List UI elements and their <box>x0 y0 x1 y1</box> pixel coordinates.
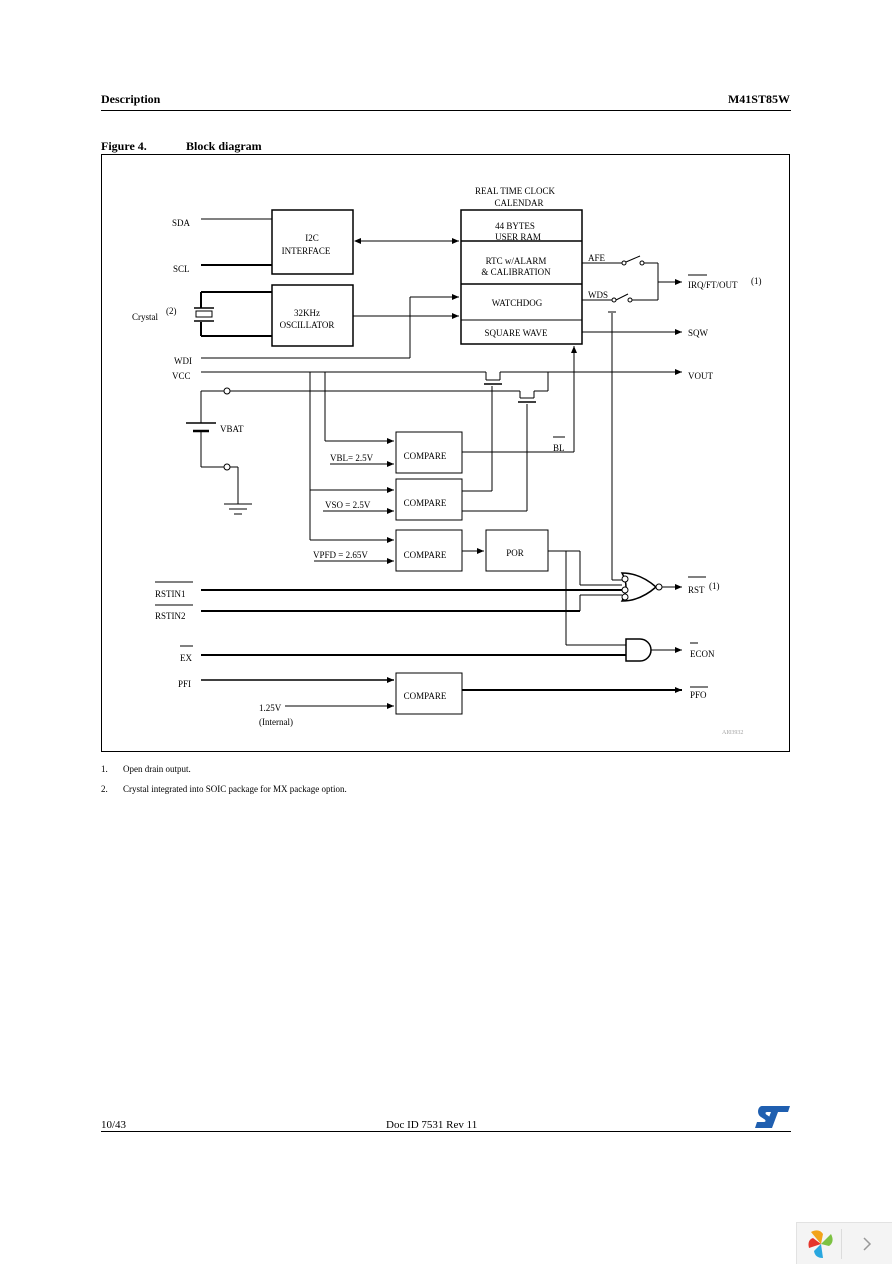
note-text: Open drain output. <box>123 764 191 774</box>
user-ram-label-line2: USER RAM <box>495 232 541 242</box>
afe-label: AFE <box>588 253 606 263</box>
wds-label: WDS <box>588 290 608 300</box>
drawing-code: AI03932 <box>722 730 743 736</box>
header-section-title: Description <box>101 92 161 106</box>
note-text: Crystal integrated into SOIC package for… <box>123 784 347 794</box>
pfo-label: PFO <box>690 690 707 700</box>
oscillator-label-line1: 32KHz <box>294 308 320 318</box>
vpfd-label: VPFD = 2.65V <box>313 550 368 560</box>
rtc-title-line2: CALENDAR <box>495 198 544 208</box>
ref-125v-label: 1.25V <box>259 703 282 713</box>
st-logo <box>755 1106 790 1128</box>
rstin1-label: RSTIN1 <box>155 589 186 599</box>
irq-note-ref: (1) <box>751 276 762 286</box>
footer-page-number: 10/43 <box>101 1119 127 1131</box>
footer-rule <box>101 1131 791 1132</box>
ref-internal-label: (Internal) <box>259 717 293 727</box>
i2c-label-line1: I2C <box>305 233 319 243</box>
compare-label-vbl: COMPARE <box>404 451 447 461</box>
vso-label: VSO = 2.5V <box>325 500 371 510</box>
watchdog-label: WATCHDOG <box>492 298 543 308</box>
compare-block-pfi <box>395 672 463 715</box>
header-rule <box>101 110 791 111</box>
ex-label: EX <box>180 653 192 663</box>
rtc-title-line1: REAL TIME CLOCK <box>475 186 555 196</box>
rstin2-label: RSTIN2 <box>155 611 186 621</box>
user-ram-label-line1: 44 BYTES <box>495 221 535 231</box>
compare-label-vso: COMPARE <box>404 498 447 508</box>
compare-label-vpfd: COMPARE <box>404 550 447 560</box>
diagram-frame <box>101 154 790 752</box>
vbat-label: VBAT <box>220 424 244 434</box>
note-number: 2. <box>101 784 108 794</box>
viewer-corner-widget <box>796 1222 892 1264</box>
rtc-alarm-label-line1: RTC w/ALARM <box>486 256 547 266</box>
compare-label-pfi: COMPARE <box>404 691 447 701</box>
econ-label: ECON <box>690 649 715 659</box>
vout-label: VOUT <box>688 371 713 381</box>
por-label: POR <box>506 548 524 558</box>
i2c-interface-block <box>271 209 354 275</box>
square-wave-label: SQUARE WAVE <box>485 328 548 338</box>
figure-number: Figure 4. <box>101 139 147 153</box>
sda-label: SDA <box>172 218 191 228</box>
vbl-label: VBL= 2.5V <box>330 453 374 463</box>
header-part-number: M41ST85W <box>727 92 790 106</box>
and-gate-symbol <box>625 638 652 662</box>
pfi-label: PFI <box>178 679 191 689</box>
scl-label: SCL <box>173 264 190 274</box>
i2c-label-line2: INTERFACE <box>282 246 331 256</box>
rtc-block <box>460 209 583 345</box>
rtc-alarm-label-line2: & CALIBRATION <box>481 267 551 277</box>
rst-note-ref: (1) <box>709 581 720 591</box>
sqw-label: SQW <box>688 328 709 338</box>
rst-label: RST <box>688 585 705 595</box>
oscillator-label-line2: OSCILLATOR <box>280 320 335 330</box>
crystal-label: Crystal <box>132 312 158 322</box>
corner-divider <box>841 1229 842 1259</box>
note-number: 1. <box>101 764 108 774</box>
wdi-label: WDI <box>174 356 192 366</box>
compare-block-vso <box>395 478 463 521</box>
footer-doc-id: Doc ID 7531 Rev 11 <box>386 1119 478 1131</box>
vcc-label: VCC <box>172 371 191 381</box>
chevron-right-icon[interactable] <box>857 1234 877 1254</box>
figure-title: Block diagram <box>186 139 262 153</box>
crystal-note-ref: (2) <box>166 306 177 316</box>
irq-out-label: IRQ/FT/OUT <box>688 280 738 290</box>
pinwheel-logo-icon <box>808 1230 833 1258</box>
bl-label: BL <box>553 443 565 453</box>
